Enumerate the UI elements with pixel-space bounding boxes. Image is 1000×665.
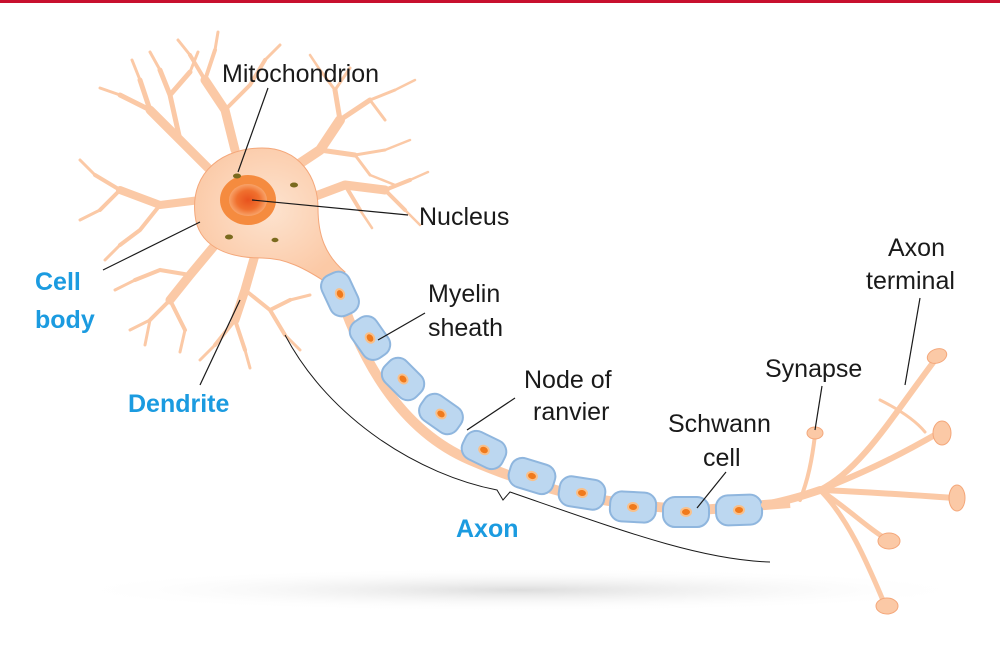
cell-body [194,147,346,286]
label-cell-body-line2: body [35,306,95,334]
label-node-line2: ranvier [533,398,609,426]
mitochondria [225,173,298,243]
axon-terminals [761,357,958,608]
label-nucleus: Nucleus [419,203,509,231]
nucleus-core [229,184,267,216]
label-mitochondrion: Mitochondrion [222,60,379,88]
ground-shadow [60,568,980,612]
top-border [0,0,1000,3]
label-myelin-line2: sheath [428,314,503,342]
label-axon-terminal-line2: terminal [866,267,955,295]
leader-lines [102,87,921,509]
label-node-line1: Node of [524,366,612,394]
label-synapse: Synapse [765,355,862,383]
axon-bracket [284,334,771,563]
dendrites [78,30,430,370]
label-myelin-line1: Myelin [428,280,500,308]
label-schwann-line1: Schwann [668,410,771,438]
label-dendrite: Dendrite [128,390,230,418]
label-cell-body-line1: Cell [35,268,81,296]
label-schwann-line2: cell [703,444,741,472]
label-axon-terminal-line1: Axon [888,234,945,262]
label-axon: Axon [456,515,519,543]
myelin-sheath [320,270,764,528]
